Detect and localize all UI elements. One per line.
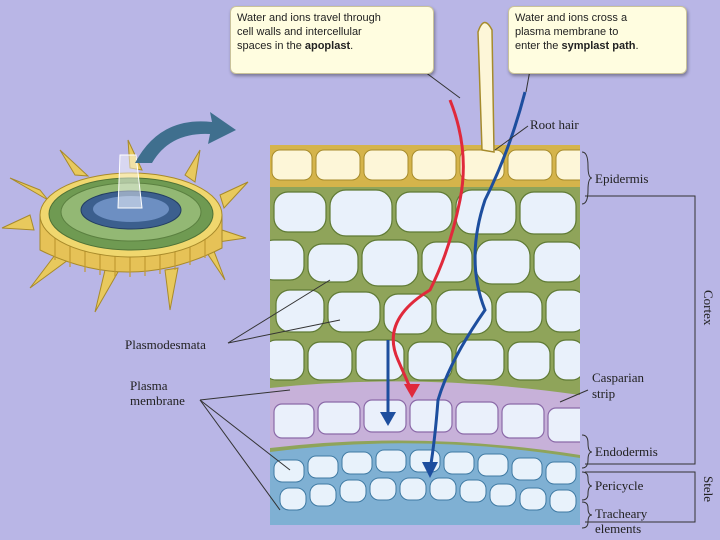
casparian-strip-label-line1: Casparian [592,370,644,385]
endodermis-label: Endodermis [595,444,658,459]
pericycle-label: Pericycle [595,478,643,493]
tracheary-elements-label-line2: elements [595,521,641,536]
stele-label: Stele [700,476,716,502]
plasmodesmata-label: Plasmodesmata [125,337,206,352]
apoplast-callout: Water and ions travel through cell walls… [230,6,434,74]
apoplast-term: apoplast [305,40,350,52]
symplast-callout-suffix: . [635,40,638,52]
apoplast-callout-line3: spaces in the apoplast. [237,39,427,53]
symplast-callout: Water and ions cross a plasma membrane t… [508,6,687,74]
symplast-callout-prefix: enter the [515,40,561,52]
symplast-callout-line1: Water and ions cross a [515,11,680,25]
cortex-label: Cortex [700,290,716,325]
epidermis-label: Epidermis [595,171,648,186]
tracheary-elements-label-line1: Tracheary [595,506,647,521]
apoplast-callout-line1: Water and ions travel through [237,11,427,25]
apoplast-callout-prefix: spaces in the [237,40,305,52]
symplast-term: symplast path [561,40,635,52]
plasma-membrane-label-line1: Plasma [130,378,168,393]
symplast-callout-line3: enter the symplast path. [515,39,680,53]
plasma-membrane-label-line2: membrane [130,393,185,408]
apoplast-callout-suffix: . [350,40,353,52]
symplast-callout-line2: plasma membrane to [515,25,680,39]
root-hair-label: Root hair [530,117,579,132]
casparian-strip-label-line2: strip [592,386,615,401]
apoplast-callout-line2: cell walls and intercellular [237,25,427,39]
